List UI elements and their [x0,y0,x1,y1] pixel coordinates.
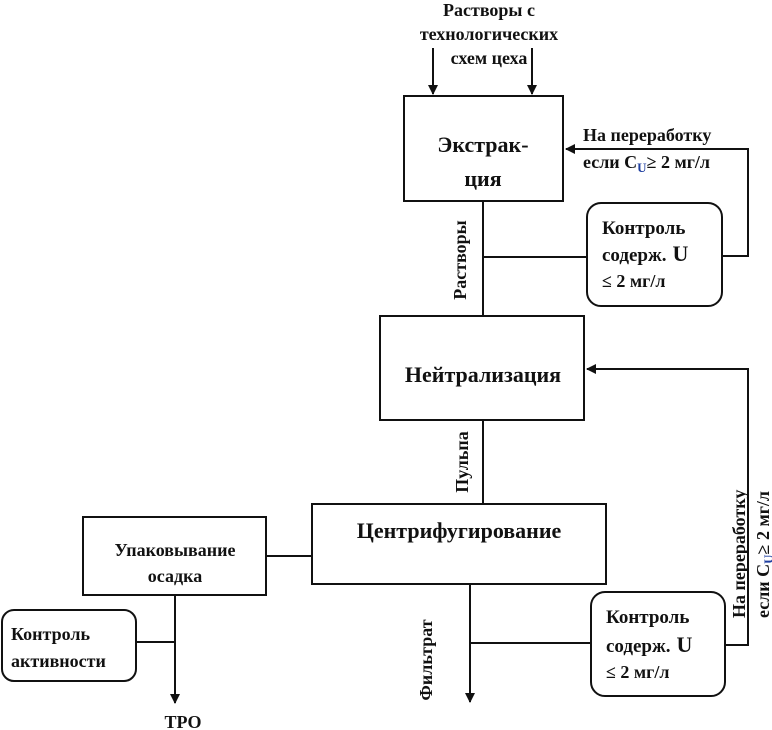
control-u-bottom-line3: ≤ 2 мг/л [606,662,669,682]
control-u-top-line3: ≤ 2 мг/л [602,271,665,291]
tro-label: ТРО [165,712,202,730]
pulp-edge-label: Пульпа [452,431,472,493]
filtrate-edge-label: Фильтрат [416,619,436,700]
control-u-bottom-line2: содерж.U [606,632,693,657]
recycle-top-label-line1: На переработку [583,125,711,145]
centrifugation-box [311,503,607,585]
recycle-top-arrow [565,144,749,257]
recycle-bottom-label-line1: На переработку [729,490,749,618]
control-activity-line2: активности [11,651,106,671]
control-u-bottom-line1: Контроль [606,607,689,628]
control-activity-line1: Контроль [11,624,90,644]
input-label-line3: схем цеха [451,48,528,68]
extraction-label-line2: ция [464,166,501,191]
recycle-bottom-arrow [586,364,749,646]
recycle-top-label-line2: если CU≥ 2 мг/л [583,152,710,175]
control-u-top-line1: Контроль [602,218,685,239]
neutralization-box [379,315,585,421]
input-label-line2: технологических [420,24,558,44]
extraction-label-line1: Экстрак- [437,132,528,157]
control-u-top-box [586,202,723,307]
input-label-line1: Растворы с [443,0,535,20]
centrifugation-label: Центрифугирование [357,518,562,543]
packaging-box [82,516,267,596]
extraction-box [403,95,564,202]
packaging-label-line1: Упаковывание [114,540,235,560]
control-u-bottom-box [590,591,726,697]
control-u-top-line2: содерж.U [602,241,689,266]
solutions-edge-label: Растворы [450,220,470,300]
control-activity-box [1,609,137,682]
recycle-bottom-label-line2: если CU≥ 2 мг/л [753,491,772,618]
packaging-label-line2: осадка [148,566,202,586]
neutralization-label: Нейтрализация [405,362,561,387]
